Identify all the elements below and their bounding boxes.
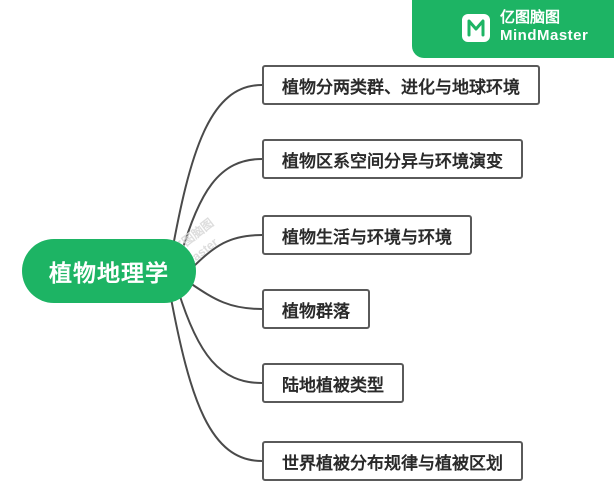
connector-6 <box>169 292 263 462</box>
connector-1 <box>169 84 263 264</box>
connector-2 <box>177 158 263 267</box>
topic-6[interactable]: 世界植被分布规律与植被区划 <box>262 441 523 481</box>
root-topic-label: 植物地理学 <box>49 261 169 287</box>
brand-name-en: MindMaster <box>500 27 589 44</box>
topic-label: 世界植被分布规律与植被区划 <box>282 453 503 474</box>
topic-5[interactable]: 陆地植被类型 <box>262 363 404 403</box>
topic-label: 植物生活与环境与环境 <box>282 227 452 248</box>
connector-3 <box>189 234 263 271</box>
topic-2[interactable]: 植物区系空间分异与环境演变 <box>262 139 523 179</box>
topic-label: 植物分两类群、进化与地球环境 <box>282 77 520 98</box>
topic-label: 植物群落 <box>282 301 350 322</box>
brand-badge: 亿图脑图 MindMaster <box>412 0 614 58</box>
mindmaster-logo-icon <box>462 14 490 42</box>
brand-name-cn: 亿图脑图 <box>500 9 561 26</box>
brand-text: 亿图脑图 MindMaster <box>500 9 588 45</box>
connector-4 <box>189 282 263 310</box>
topic-3[interactable]: 植物生活与环境与环境 <box>262 215 472 255</box>
connector-5 <box>177 289 263 384</box>
topic-label: 陆地植被类型 <box>282 375 384 396</box>
topic-4[interactable]: 植物群落 <box>262 289 370 329</box>
topic-1[interactable]: 植物分两类群、进化与地球环境 <box>262 65 540 105</box>
topic-label: 植物区系空间分异与环境演变 <box>282 151 503 172</box>
root-topic[interactable]: 植物地理学 <box>22 239 196 303</box>
